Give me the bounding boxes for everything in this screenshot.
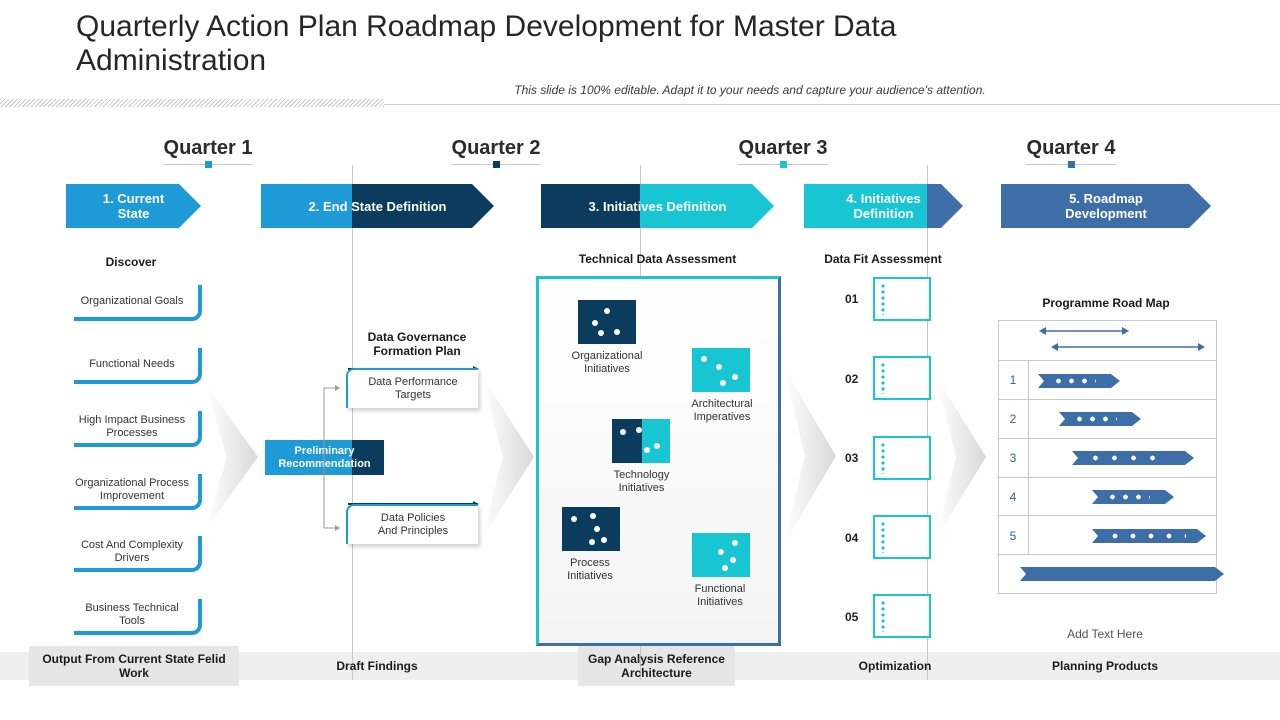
- technology-initiatives-icon: [612, 419, 670, 463]
- quarter-2-title: Quarter 2: [451, 137, 541, 159]
- roadmap-footer-text: Add Text Here: [1067, 627, 1143, 641]
- bottom-highlight-3: [578, 646, 735, 686]
- roadmap-row-number: 2: [1009, 412, 1017, 426]
- flow-chevron-3: [784, 368, 836, 544]
- bottom-label-output: Output From Current State Felid Work: [42, 652, 226, 680]
- roadmap-row-divider: [999, 438, 1216, 439]
- flow-chevron-1: [206, 385, 258, 529]
- flow-chevron-4: [936, 376, 986, 538]
- bottom-highlight-1: [29, 646, 239, 686]
- bottom-label-gap-analysis: Gap Analysis Reference Architecture: [588, 652, 725, 680]
- discover-item: Business Technical Tools: [74, 599, 202, 635]
- roadmap-bar: [1092, 529, 1206, 543]
- roadmap-summary-bar: [1020, 567, 1224, 581]
- discover-item: High Impact Business Processes: [74, 411, 202, 447]
- organizational-initiatives-label: Organizational Initiatives: [571, 350, 643, 375]
- roadmap-column-divider: [1028, 360, 1029, 555]
- data-fit-number: 03: [845, 451, 859, 465]
- discover-heading: Discover: [105, 255, 157, 269]
- data-fit-number: 01: [845, 292, 859, 306]
- process-initiatives-label: Process Initiatives: [567, 557, 613, 582]
- quarter-3-title: Quarter 3: [738, 137, 828, 159]
- roadmap-span-arrows: [1039, 327, 1205, 351]
- roadmap-row-divider: [999, 515, 1216, 516]
- data-fit-heading: Data Fit Assessment: [824, 252, 942, 266]
- stage-3-label: 3. Initiatives Definition: [588, 198, 727, 214]
- stage-2-arrow: 2. End State Definition: [261, 184, 494, 228]
- roadmap-row-divider: [999, 360, 1216, 361]
- stage-2-label: 2. End State Definition: [308, 198, 447, 214]
- organizational-initiatives-icon: [578, 300, 636, 344]
- data-fit-box: [873, 515, 931, 559]
- discover-item: Organizational Goals: [74, 285, 202, 321]
- roadmap-heading: Programme Road Map: [1042, 296, 1170, 310]
- roadmap-bar: [1092, 490, 1174, 504]
- data-performance-targets-label: Data Performance Targets: [368, 376, 458, 401]
- technology-initiatives-label: Technology Initiatives: [613, 469, 670, 494]
- stage-1-arrow: 1. Current State: [66, 184, 201, 228]
- stage-4-label: 4. Initiatives Definition: [846, 191, 921, 221]
- stage-1-label: 1. Current State: [102, 191, 165, 221]
- discover-item: Functional Needs: [74, 348, 202, 384]
- title-hatch-divider: [0, 99, 384, 107]
- stage-4-arrow: 4. Initiatives Definition: [804, 184, 963, 228]
- data-performance-targets-box: Data Performance Targets: [346, 368, 478, 408]
- roadmap-bar: [1038, 374, 1120, 388]
- roadmap-row-number: 3: [1009, 451, 1017, 465]
- data-fit-box: [873, 356, 931, 400]
- architectural-imperatives-label: Architectural Imperatives: [691, 398, 753, 423]
- quarter-1-title: Quarter 1: [163, 137, 253, 159]
- quarter-1-marker: [205, 161, 212, 168]
- roadmap-bar: [1072, 451, 1194, 465]
- stage-3-arrow: 3. Initiatives Definition: [541, 184, 774, 228]
- quarter-3-marker: [780, 161, 787, 168]
- technical-heading: Technical Data Assessment: [578, 252, 737, 266]
- page-title: Quarterly Action Plan Roadmap Developmen…: [76, 10, 897, 77]
- quarter-4-marker: [1068, 161, 1075, 168]
- bottom-label-planning-products: Planning Products: [1051, 659, 1158, 673]
- data-policies-label: Data Policies And Principles: [377, 512, 449, 537]
- functional-initiatives-label: Functional Initiatives: [694, 583, 746, 608]
- roadmap-row-number: 5: [1009, 529, 1017, 543]
- bottom-label-optimization: Optimization: [858, 659, 932, 673]
- roadmap-row-divider: [999, 399, 1216, 400]
- roadmap-row-number: 1: [1009, 373, 1017, 387]
- quarter-divider-1: [352, 165, 353, 680]
- flow-chevron-2: [482, 376, 534, 538]
- data-fit-number: 02: [845, 372, 859, 386]
- quarter-divider-3: [927, 165, 928, 680]
- data-policies-box: Data Policies And Principles: [346, 504, 478, 544]
- quarter-4-title: Quarter 4: [1026, 137, 1116, 159]
- data-fit-box: [873, 277, 931, 321]
- data-fit-box: [873, 436, 931, 480]
- roadmap-row-number: 4: [1009, 490, 1017, 504]
- discover-item: Organizational Process Improvement: [74, 474, 202, 510]
- functional-initiatives-icon: [692, 533, 750, 577]
- roadmap-row-divider: [999, 477, 1216, 478]
- architectural-imperatives-icon: [692, 348, 750, 392]
- bottom-label-draft-findings: Draft Findings: [336, 659, 418, 673]
- roadmap-bar: [1059, 412, 1141, 426]
- stage-5-label: 5. Roadmap Development: [1065, 191, 1147, 221]
- data-fit-box: [873, 594, 931, 638]
- governance-heading: Data Governance Formation Plan: [367, 330, 467, 358]
- data-fit-number: 05: [845, 610, 859, 624]
- discover-item: Cost And Complexity Drivers: [74, 536, 202, 572]
- data-fit-number: 04: [845, 531, 859, 545]
- roadmap-row-divider: [999, 554, 1216, 555]
- page-subtitle: This slide is 100% editable. Adapt it to…: [514, 83, 986, 97]
- quarter-2-marker: [493, 161, 500, 168]
- title-divider-line: [384, 104, 1280, 105]
- stage-5-arrow: 5. Roadmap Development: [1001, 184, 1211, 228]
- process-initiatives-icon: [562, 507, 620, 551]
